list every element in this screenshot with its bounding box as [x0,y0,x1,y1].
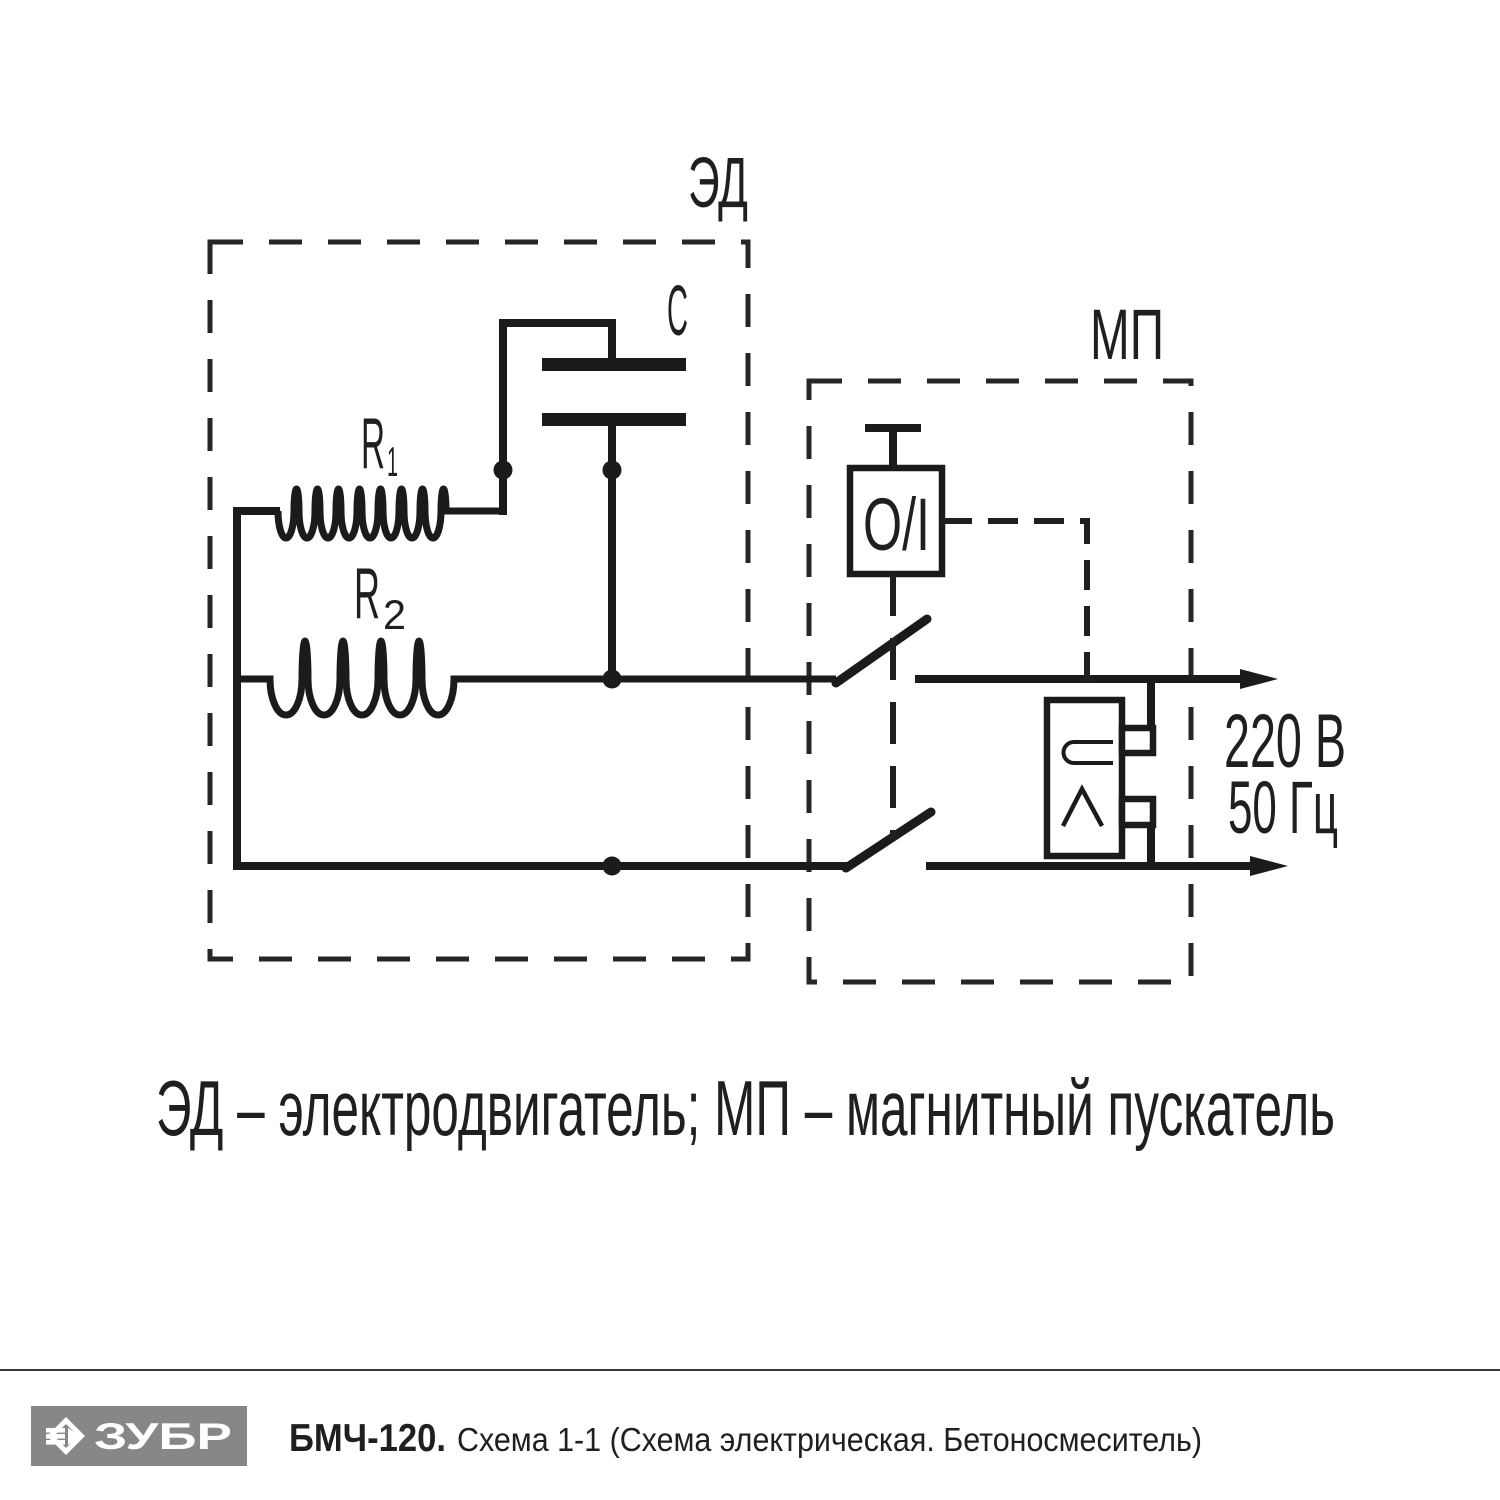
svg-text:1: 1 [387,438,398,485]
svg-text:C: C [667,272,688,351]
svg-text:БМЧ-120.: БМЧ-120. [289,1417,446,1460]
svg-text:2: 2 [383,591,406,638]
svg-text:O/I: O/I [863,483,930,566]
svg-text:Схема 1-1 (Схема электрическая: Схема 1-1 (Схема электрическая. Бетоносм… [457,1421,1202,1458]
svg-text:220 В: 220 В [1224,699,1346,784]
svg-text:ЗУБР: ЗУБР [94,1416,232,1457]
svg-text:50 Гц: 50 Гц [1228,766,1338,849]
svg-text:ЭД: ЭД [688,144,748,223]
svg-text:R: R [361,404,385,484]
svg-text:ЭД – электродвигатель; МП – ма: ЭД – электродвигатель; МП – магнитный пу… [156,1064,1335,1152]
svg-text:R: R [354,554,380,634]
svg-text:МП: МП [1090,296,1164,375]
